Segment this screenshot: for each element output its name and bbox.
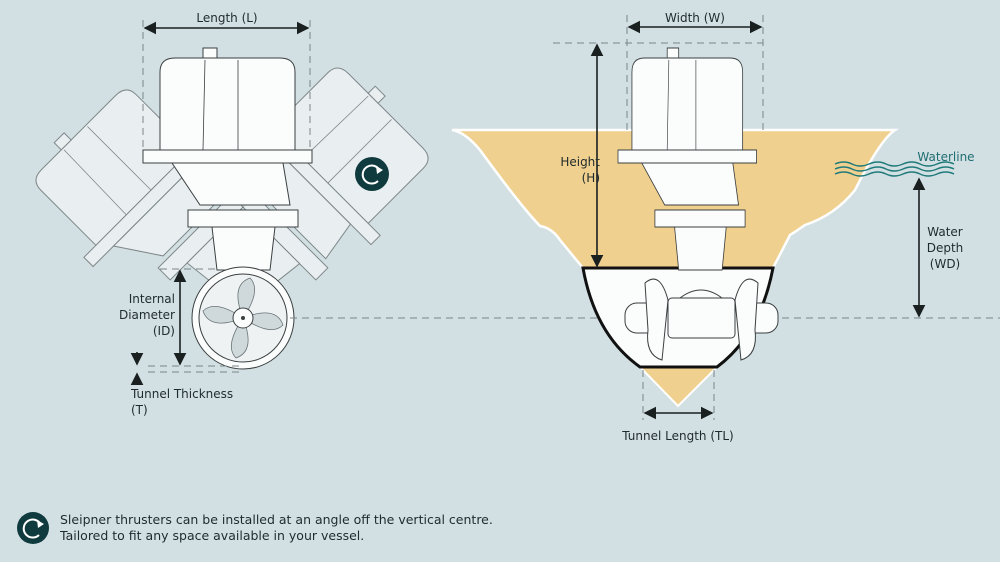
thruster-side-view (142, 47, 313, 370)
waterline-waves-icon (834, 161, 955, 177)
footer-note: Sleipner thrusters can be installed at a… (16, 511, 493, 545)
internal-diameter-label: (ID) (153, 324, 175, 338)
internal-diameter-label: Diameter (119, 308, 175, 322)
height-label: (H) (582, 171, 600, 185)
height-label: Height (560, 155, 600, 169)
waterline-label: Waterline (917, 150, 974, 164)
width-label: Width (W) (665, 11, 725, 25)
rotate-icon (355, 157, 389, 191)
water-depth-label: Water (927, 225, 963, 239)
tunnel-thickness-label: Tunnel Thickness (130, 387, 233, 401)
internal-diameter-label: Internal (129, 292, 175, 306)
length-label: Length (L) (196, 11, 257, 25)
footer-line: Sleipner thrusters can be installed at a… (60, 512, 493, 527)
tunnel-length-label: Tunnel Length (TL) (621, 429, 733, 443)
water-depth-label: (WD) (930, 257, 960, 271)
tunnel-thickness-label: (T) (131, 403, 148, 417)
thruster-front-view (617, 47, 779, 361)
rotate-icon (17, 512, 49, 544)
water-depth-label: Depth (927, 241, 964, 255)
footer-line: Tailored to fit any space available in y… (60, 528, 365, 543)
